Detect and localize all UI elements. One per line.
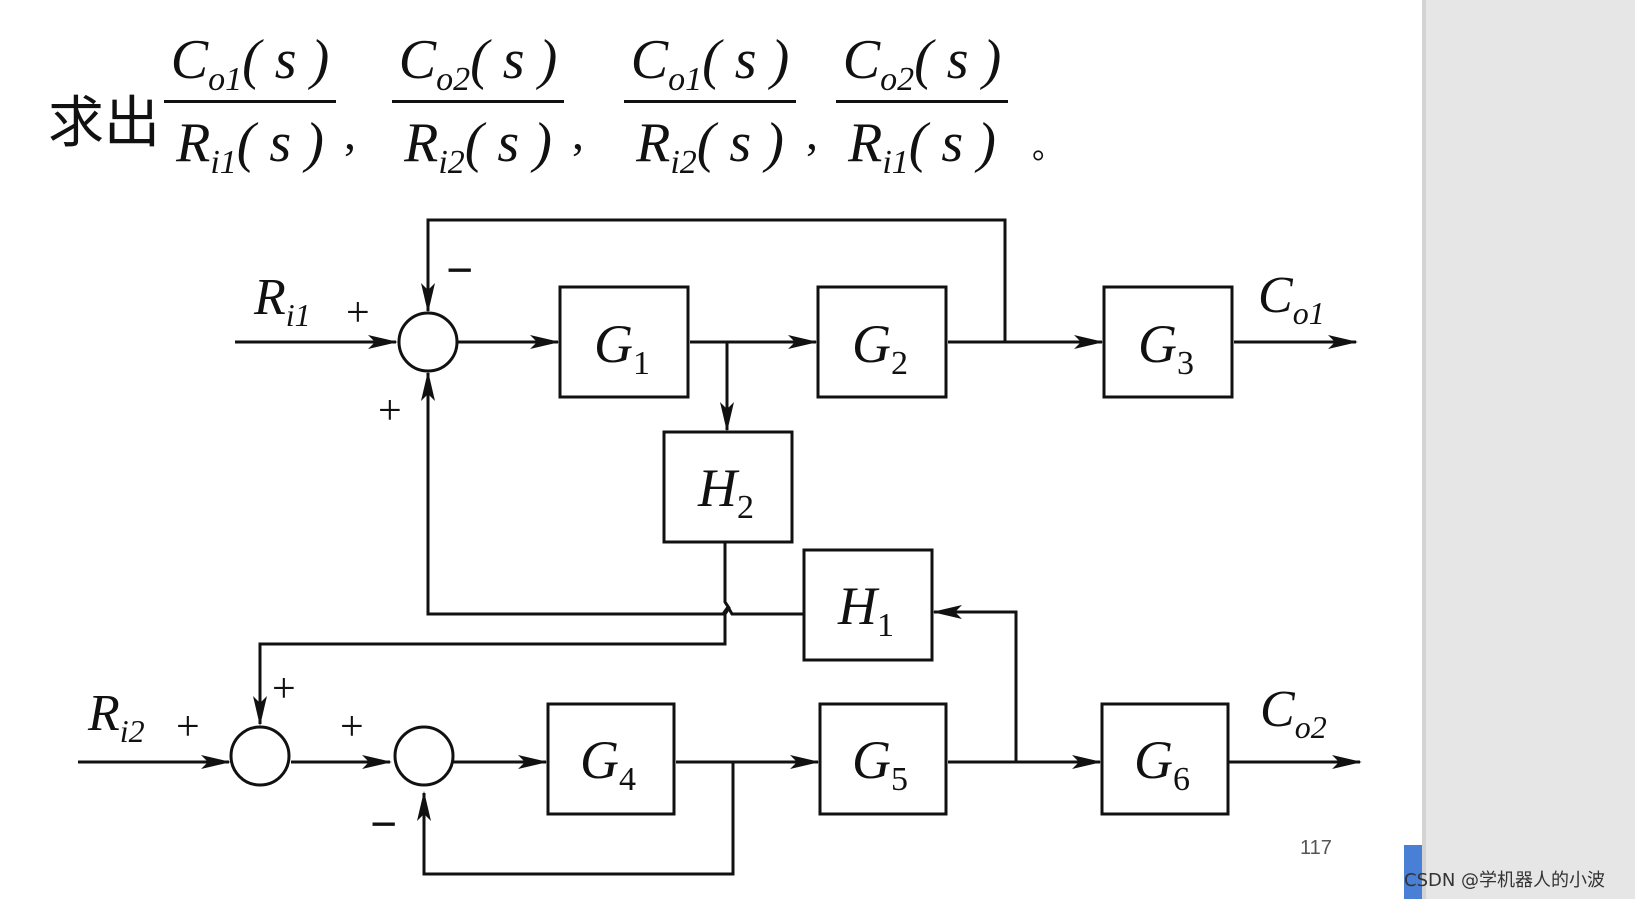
summing-junction-3 <box>393 725 455 787</box>
block-h2 <box>662 430 794 544</box>
signal-label-ri1: Ri1 <box>253 269 311 333</box>
fraction-2: Co2( s ) Ri2( s ) <box>388 22 568 181</box>
fraction-3: Co1( s ) Ri2( s ) <box>620 22 800 181</box>
sign-sum1-bottom: + <box>378 388 402 434</box>
fraction-denominator: Ri2( s ) <box>404 112 552 182</box>
slide: 求出 Co1( s ) Ri1( s ) , Co2( s ) Ri2( s )… <box>48 22 1362 876</box>
block-label-g3: G3 <box>1138 314 1194 382</box>
summing-junction-1 <box>397 311 459 373</box>
h2-to-sum2-line <box>253 543 731 726</box>
block-g2 <box>816 285 948 399</box>
signal-label-ri2: Ri2 <box>87 685 145 749</box>
block-label-g2: G2 <box>852 314 908 382</box>
separator: , <box>572 107 584 160</box>
fraction-numerator: Co1( s ) <box>630 29 790 99</box>
block-label-h2: H2 <box>697 458 754 526</box>
fraction-bar <box>836 100 1008 103</box>
fraction-bar <box>164 100 336 103</box>
signal-label-co2: Co2 <box>1260 681 1327 745</box>
fraction-1: Co1( s ) Ri1( s ) <box>160 22 340 181</box>
fraction-bar <box>392 100 564 103</box>
block-h1 <box>802 548 934 662</box>
fraction-denominator: Ri1( s ) <box>176 112 324 182</box>
block-label-g1: G1 <box>594 314 650 382</box>
fraction-numerator: Co2( s ) <box>398 29 558 99</box>
block-g4 <box>546 702 676 816</box>
block-g5 <box>818 702 948 816</box>
terminator: 。 <box>1032 129 1065 165</box>
separator: , <box>344 107 356 160</box>
block-label-g5: G5 <box>852 730 908 798</box>
fraction-denominator: Ri1( s ) <box>848 112 996 182</box>
sign-sum1-left: + <box>346 290 370 336</box>
fraction-numerator: Co2( s ) <box>842 29 1002 99</box>
block-label-g6: G6 <box>1134 730 1190 798</box>
signal-label-co1: Co1 <box>1258 267 1325 331</box>
question-prefix: 求出 <box>48 91 160 156</box>
watermark-text: CSDN @学机器人的小波 <box>1404 870 1606 891</box>
sign-sum3-left: + <box>340 704 364 750</box>
block-label-h1: H1 <box>837 576 894 644</box>
fraction-numerator: Co1( s ) <box>170 29 330 99</box>
separator: , <box>806 107 818 160</box>
top-feedback-line <box>421 218 1007 342</box>
h1-to-sum1-line <box>421 371 803 616</box>
summing-junction-2 <box>229 725 291 787</box>
watermark-bar <box>1404 845 1422 899</box>
block-g6 <box>1100 702 1230 816</box>
sign-sum3-bottom: − <box>370 798 397 851</box>
block-g1 <box>558 285 690 399</box>
fraction-bar <box>624 100 796 103</box>
page-number: 117 <box>1300 837 1332 859</box>
g5-to-h1-line <box>932 605 1018 762</box>
sign-sum2-left: + <box>176 704 200 750</box>
block-label-g4: G4 <box>580 730 636 798</box>
sign-sum1-top: − <box>446 244 473 297</box>
block-g3 <box>1102 285 1234 399</box>
fraction-4: Co2( s ) Ri1( s ) <box>832 22 1012 181</box>
right-sidebar <box>1422 0 1635 899</box>
bottom-feedback-line <box>417 762 735 876</box>
block-diagram: G1 G2 G3 H2 H1 G4 G5 G6 Ri1 Co1 Ri2 Co2 … <box>78 218 1362 876</box>
fraction-denominator: Ri2( s ) <box>636 112 784 182</box>
sign-sum2-top: + <box>272 666 296 712</box>
